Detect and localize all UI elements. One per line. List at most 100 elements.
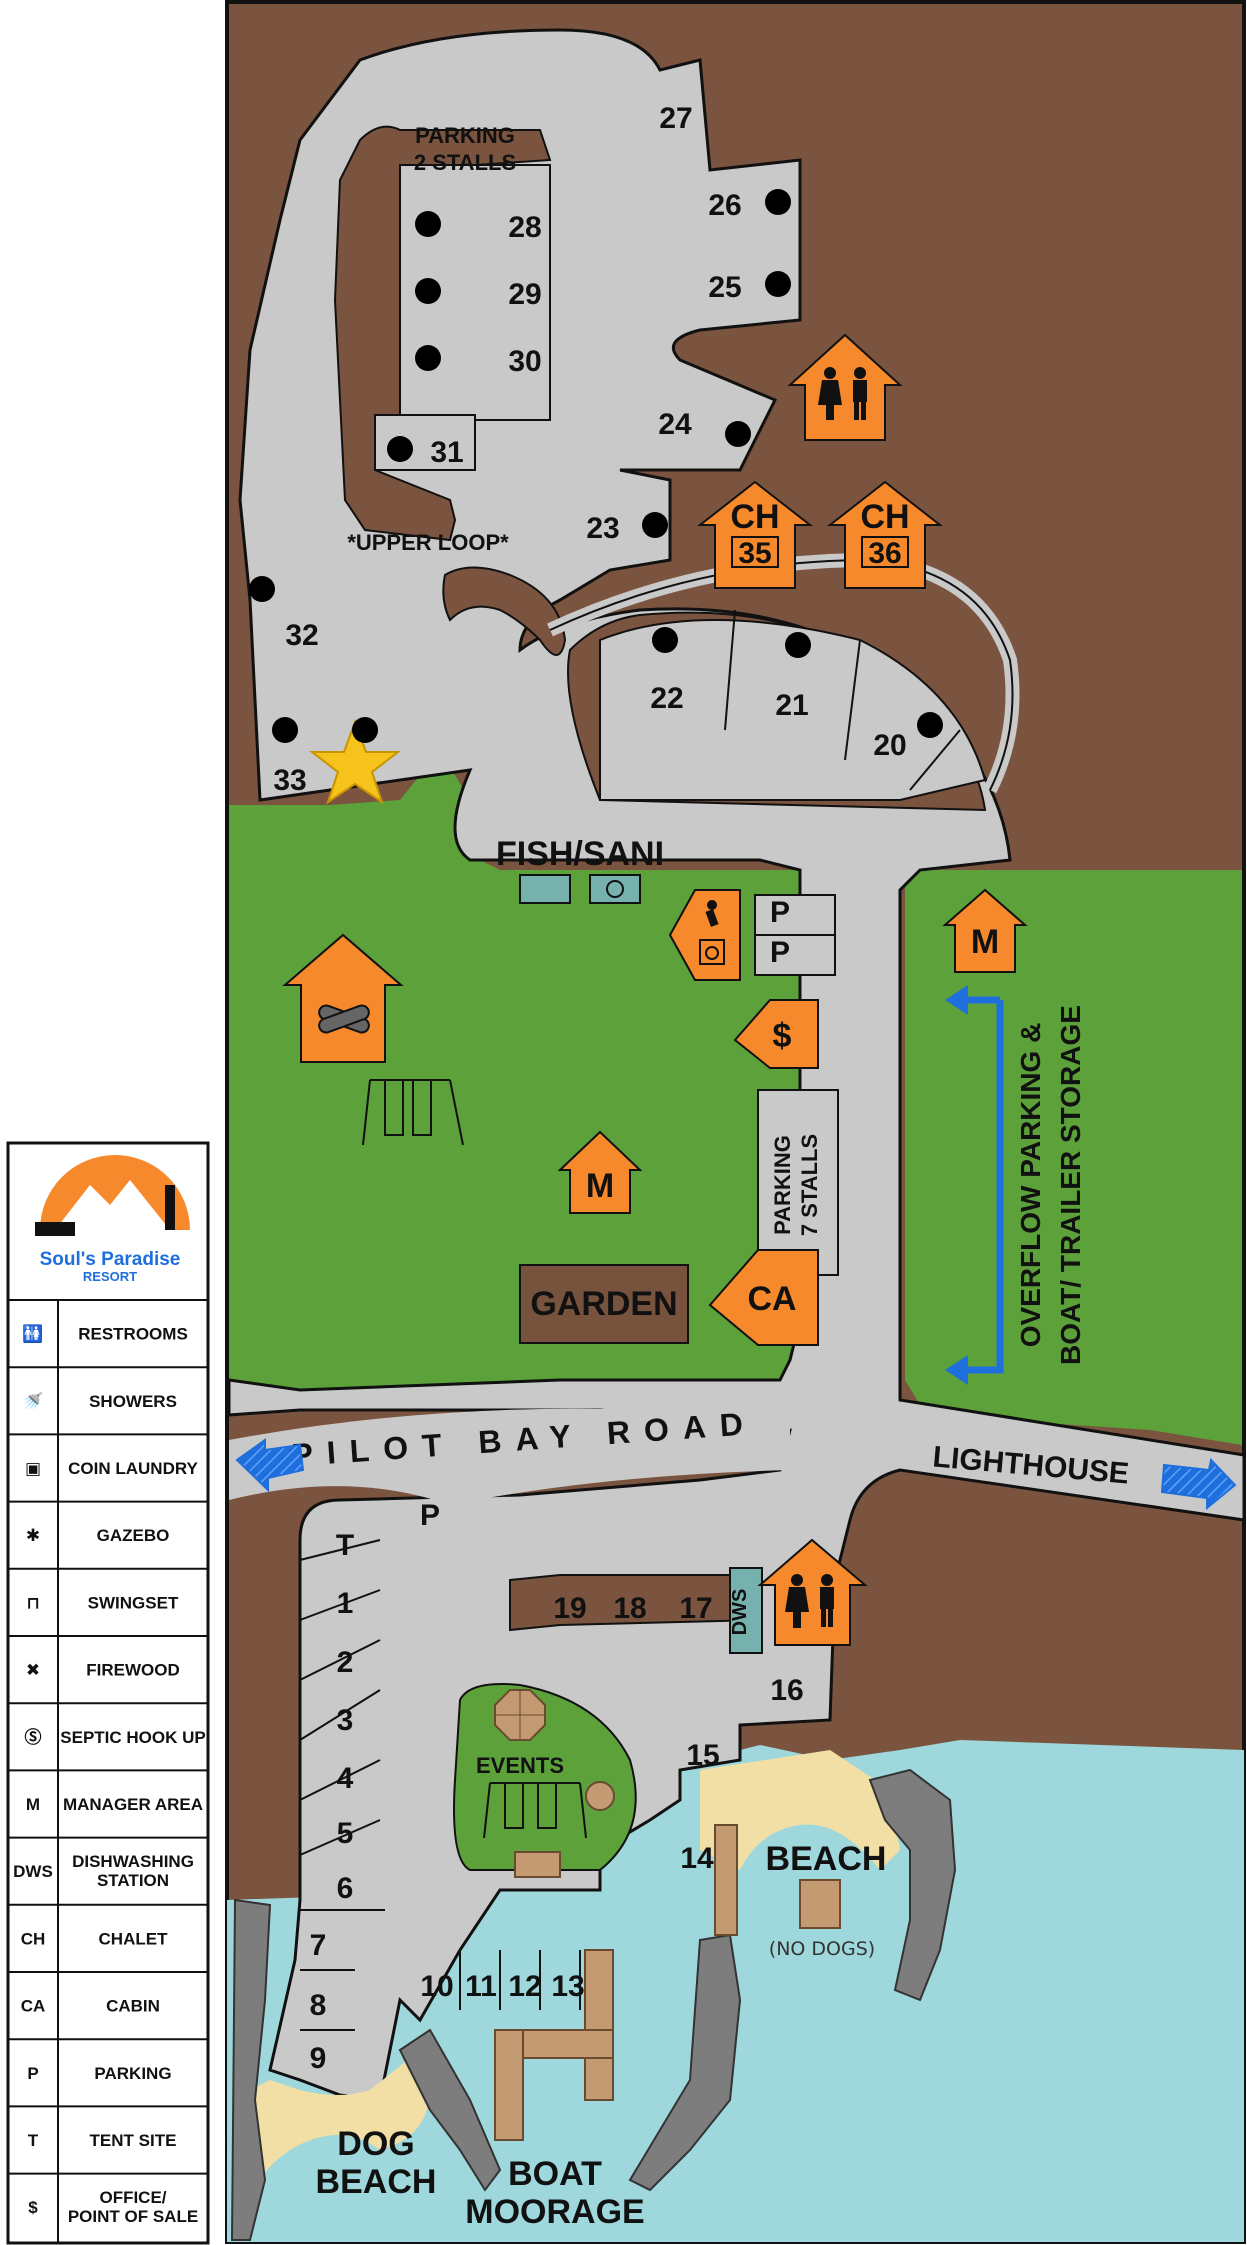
legend-label: RESTROOMS [78,1325,188,1344]
parking-upper-label-2: 2 STALLS [414,150,516,175]
dog-beach-label-2: BEACH [316,2163,437,2201]
svg-text:15: 15 [686,1739,719,1772]
svg-text:18: 18 [613,1592,646,1625]
no-dogs-label: (NO DOGS) [769,1938,875,1960]
overflow-label-2: BOAT/ TRAILER STORAGE [1055,1005,1086,1365]
dog-beach-label-1: DOG [337,2125,414,2163]
resort-logo: Soul's Paradise RESORT [35,1155,190,1284]
legend-symbol: P [27,2064,38,2083]
svg-text:8: 8 [310,1989,327,2022]
restrooms-icon: 🚻 [22,1324,43,1344]
svg-text:CH: CH [860,498,909,536]
office-building: $ [733,999,819,1069]
legend-symbol: DWS [13,1862,53,1881]
swingset-icon: ⊓ [26,1593,40,1612]
legend-label: PARKING [94,2064,171,2083]
svg-text:Soul's Paradise: Soul's Paradise [40,1249,181,1270]
legend-symbol: M [26,1795,40,1814]
tent-site-t: T [336,1529,354,1562]
svg-text:M: M [971,923,999,961]
legend-row: $OFFICE/POINT OF SALE [8,2172,208,2226]
land-sliver [442,566,567,656]
svg-text:28: 28 [508,211,541,244]
parking-p-3: P [420,1499,440,1532]
parking-seven-label-1: PARKING [770,1135,795,1235]
rock-breakwaters [230,1768,957,2241]
dog-beach-sand [250,2050,429,2200]
legend-symbol: CA [21,1997,46,2016]
svg-text:32: 32 [285,619,318,652]
overflow-arrow [945,985,1004,1385]
fire-pit [585,1781,615,1811]
sites-10-13-lines [459,1950,581,2010]
west-arrow [235,1438,305,1493]
legend-label: TENT SITE [90,2131,177,2150]
svg-text:30: 30 [508,345,541,378]
legend-label: OFFICE/ [99,2188,166,2207]
you-are-here-star [309,719,401,805]
svg-text:19: 19 [553,1592,586,1625]
legend-row: ✱GAZEBO [8,1500,208,1545]
legend-label: MANAGER AREA [63,1795,203,1814]
events-label: EVENTS [476,1753,564,1778]
boat-moorage-label-2: MOORAGE [465,2193,644,2231]
dishwashing-station [729,1567,763,1654]
legend-row: 🚻 RESTROOMS [22,1324,187,1344]
legend-row: Ⓢ SEPTIC HOOK UP [8,1702,208,1747]
sites-1-6-lines [299,1539,385,2031]
legend-label: DISHWASHING [72,1852,194,1871]
legend-label: SWINGSET [88,1593,179,1612]
legend-label: STATION [97,1871,169,1890]
legend-row: P PARKING [8,2038,208,2083]
parking-p-2: P [770,936,790,969]
parking-p-1: P [770,896,790,929]
svg-text:1: 1 [337,1587,354,1620]
legend-label: SEPTIC HOOK UP [60,1728,205,1747]
septic-icon: Ⓢ [25,1727,42,1747]
coin-laundry-icon [699,939,725,965]
restroom-building-upper [787,333,903,441]
upper-inner-island [333,125,552,542]
svg-text:3: 3 [337,1704,354,1737]
firewood-icon: ✖ [26,1661,40,1680]
svg-text:35: 35 [738,537,771,570]
manager-building-right: M [942,888,1028,973]
beach-sand [700,1750,900,1870]
legend-row: 🚿SHOWERS [8,1366,208,1411]
boat-dock [494,1824,841,2141]
laundry-showers-building [668,889,741,981]
svg-text:23: 23 [586,512,619,545]
svg-text:29: 29 [508,278,541,311]
svg-text:14: 14 [680,1842,714,1875]
sani-station [589,874,641,904]
svg-text:9: 9 [310,2042,327,2075]
svg-text:RESORT: RESORT [83,1269,137,1284]
firewood-icon [318,1004,370,1034]
restrooms-icon [818,367,867,420]
restrooms-icon [785,1574,834,1628]
svg-text:13: 13 [551,1970,584,2003]
central-grass [229,750,830,1410]
overflow-label-1: OVERFLOW PARKING & [1015,1023,1046,1348]
pilot-bay-road [229,1408,790,1505]
fish-station [519,874,571,904]
legend-row: M MANAGER AREA [8,1769,208,1814]
svg-text:22: 22 [650,682,683,715]
svg-text:27: 27 [659,102,692,135]
legend-label: COIN LAUNDRY [68,1459,198,1478]
parking-seven-label-2: 7 STALLS [797,1134,822,1236]
showers-icon [705,900,719,927]
garden-bed [519,1264,689,1344]
boat-moorage-label-1: BOAT [508,2155,602,2193]
svg-text:5: 5 [337,1817,354,1850]
svg-text:26: 26 [708,189,741,222]
svg-text:16: 16 [770,1674,803,1707]
overflow-grass [905,870,1242,1445]
legend-symbol: $ [28,2198,38,2217]
site-numbers: 27 26 25 28 29 30 24 31 23 32 22 21 20 3… [273,102,906,2075]
legend-label: GAZEBO [97,1526,170,1545]
parking-7-stalls [757,1089,839,1276]
